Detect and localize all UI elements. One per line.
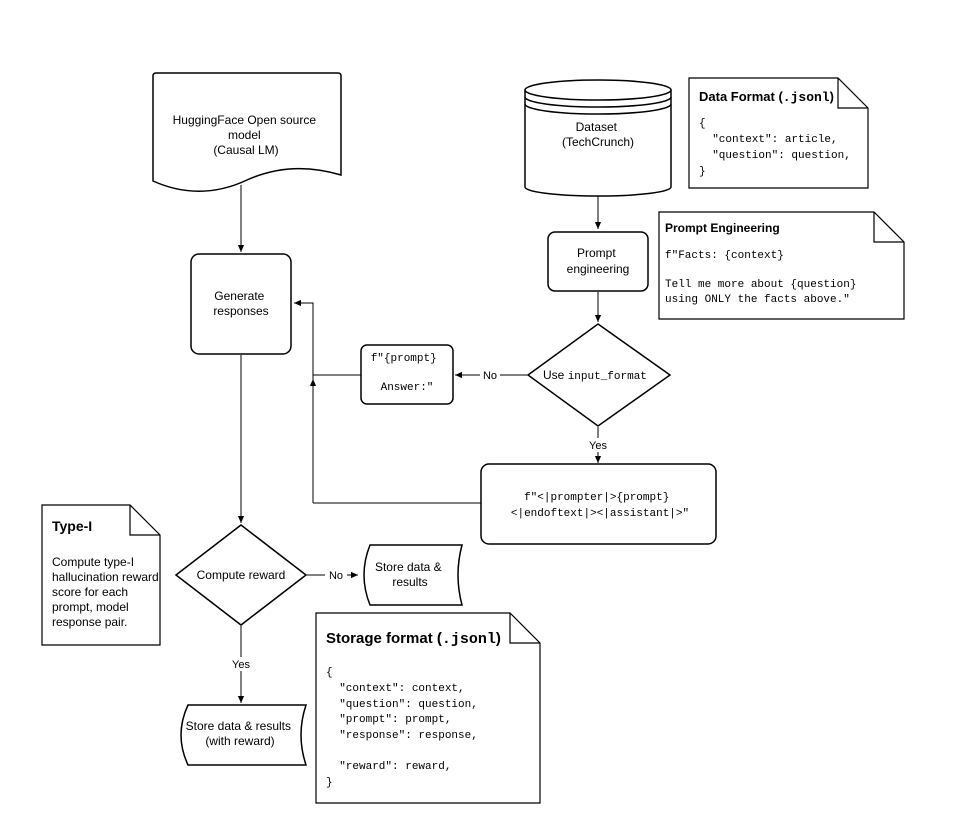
node-decision-use-input-format[interactable]: Use input_format	[526, 323, 672, 427]
storage-format-title: Storage format (.jsonl)	[326, 630, 501, 648]
data-format-line-1: {	[699, 118, 706, 130]
node-generate-responses[interactable]: Generate responses	[190, 253, 292, 355]
data-format-line-4: }	[699, 166, 706, 178]
storage-line-1: {	[326, 667, 333, 679]
data-format-line-2: "context": article,	[699, 134, 838, 146]
generate-line-1: Generate	[214, 289, 264, 303]
prompt-eng-note-line-1: f"Facts: {context}	[665, 250, 784, 262]
svg-text:Store data & results (wi: Store data & results (with reward)	[186, 719, 295, 748]
edge-label-no-left: No	[483, 370, 497, 382]
svg-text:f"{prompt} Answer: f"{prompt} Answer:"	[371, 353, 444, 394]
note-type-i: Type-I Compute type-I hallucination rewa…	[41, 504, 162, 646]
hf-model-line-3: (Causal LM)	[213, 143, 278, 157]
svg-text:Store data & results: Store data & results	[375, 560, 445, 589]
hf-model-line-1: HuggingFace Open source	[173, 113, 317, 127]
data-format-title: Data Format (.jsonl)	[699, 89, 834, 105]
data-format-line-3: "question": question,	[699, 150, 851, 162]
node-compute-reward[interactable]: Compute reward	[174, 524, 308, 626]
svg-text:{ "context": context,: { "context": context, "question": questi…	[326, 667, 484, 789]
compute-reward-label: Compute reward	[197, 568, 286, 582]
dataset-line-2: (TechCrunch)	[562, 135, 634, 149]
svg-text:Dataset (TechCrunch): Dataset (TechCrunch)	[562, 120, 634, 149]
prompt-eng-note-line-4: using ONLY the facts above."	[665, 294, 850, 306]
svg-text:f"Facts: {context}: f"Facts: {context} Tell me more about {q…	[665, 250, 863, 306]
type-i-line-5: response pair.	[52, 615, 127, 629]
prompter-line-2: <|endoftext|><|assistant|>"	[511, 508, 689, 520]
node-prompt-engineering[interactable]: Prompt engineering	[547, 231, 649, 292]
edge-merge-to-generate	[294, 299, 314, 503]
prompter-line-1: f"<|prompter|>{prompt}	[524, 492, 669, 504]
edge-labels: No Yes No Yes	[229, 368, 610, 671]
svg-text:HuggingFace Open source: HuggingFace Open source model (Causal LM…	[173, 113, 320, 157]
hf-model-line-2: model	[228, 128, 261, 142]
prompt-answer-line-3: Answer:"	[381, 382, 434, 394]
node-store-results-with-reward[interactable]: Store data & results (with reward)	[180, 704, 308, 766]
dataset-line-1: Dataset	[576, 120, 618, 134]
svg-text:Generate responses: Generate responses	[213, 289, 268, 318]
node-prompter-template[interactable]: f"<|prompter|>{prompt} <|endoftext|><|as…	[480, 463, 717, 545]
prompt-eng-note-title: Prompt Engineering	[665, 221, 780, 235]
type-i-title: Type-I	[52, 518, 92, 534]
edge-label-no-right: No	[329, 570, 343, 582]
node-store-results[interactable]: Store data & results	[363, 544, 463, 606]
store-results-line-2: results	[392, 575, 427, 589]
prompt-eng-line-1: Prompt	[577, 246, 616, 260]
store-results-line-1: Store data &	[375, 560, 442, 574]
storage-line-3: "question": question,	[326, 699, 478, 711]
storage-line-8: }	[326, 777, 333, 789]
storage-line-5: "response": response,	[326, 730, 478, 742]
note-storage-format: Storage format (.jsonl) { "context": con…	[315, 612, 541, 804]
decision-input-format-code: input_format	[568, 371, 647, 383]
decision-use-label: Use input_format	[543, 368, 647, 383]
svg-text:f"<|prompter|>{prompt} <: f"<|prompter|>{prompt} <|endoftext|><|as…	[511, 492, 689, 520]
connectors	[237, 185, 602, 703]
node-hf-model[interactable]: HuggingFace Open source model (Causal LM…	[152, 72, 342, 192]
type-i-line-2: hallucination reward	[52, 570, 159, 584]
svg-text:{ "context": article,: { "context": article, "question": questi…	[699, 118, 857, 178]
prompt-eng-note-line-3: Tell me more about {question}	[665, 279, 856, 291]
type-i-line-1: Compute type-I	[52, 555, 134, 569]
svg-text:Prompt engineering: Prompt engineering	[567, 246, 630, 276]
storage-line-2: "context": context,	[326, 683, 465, 695]
svg-text:Compute reward: Compute reward	[197, 568, 286, 582]
storage-line-7: "reward": reward,	[326, 761, 451, 773]
note-prompt-engineering: Prompt Engineering f"Facts: {context} Te…	[658, 211, 905, 320]
svg-text:Compute type-I hallucina: Compute type-I hallucination reward scor…	[52, 555, 162, 629]
store-with-reward-line-1: Store data & results	[186, 719, 291, 733]
storage-line-4: "prompt": prompt,	[326, 714, 451, 726]
node-prompt-answer-template[interactable]: f"{prompt} Answer:"	[360, 344, 454, 405]
prompt-answer-line-1: f"{prompt}	[371, 353, 437, 365]
note-data-format: Data Format (.jsonl) { "context": articl…	[688, 77, 869, 189]
type-i-line-4: prompt, model	[52, 600, 129, 614]
type-i-line-3: score for each	[52, 585, 128, 599]
edge-label-yes-bottom: Yes	[232, 659, 250, 671]
generate-line-2: responses	[213, 304, 268, 318]
node-dataset[interactable]: Dataset (TechCrunch)	[524, 79, 672, 197]
prompt-eng-line-2: engineering	[567, 262, 630, 276]
edge-label-yes-down: Yes	[589, 440, 607, 452]
store-with-reward-line-2: (with reward)	[205, 734, 274, 748]
